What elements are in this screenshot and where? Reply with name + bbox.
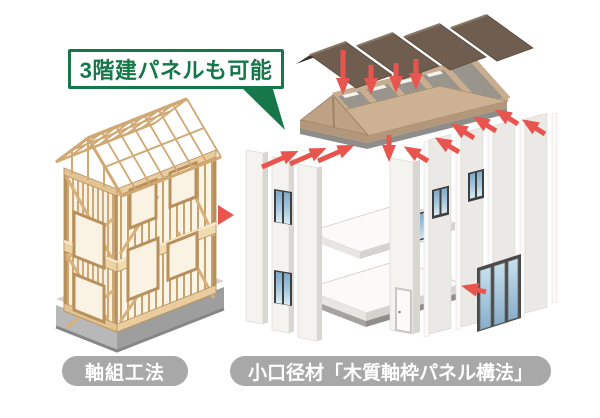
label-timber-frame-method: 軸組工法 — [62, 356, 188, 386]
transition-arrow-icon — [218, 205, 234, 225]
label-left-text: 軸組工法 — [84, 362, 165, 384]
panel-window — [432, 185, 449, 219]
panel-building — [245, 14, 558, 342]
timber-frame-building — [55, 97, 225, 353]
panel-window — [274, 189, 292, 225]
wall-panels-middle — [389, 157, 429, 335]
label-panel-method: 小口径材「木質軸枠パネル構法」 — [230, 356, 551, 386]
callout-text: 3階建パネルも可能 — [79, 58, 273, 83]
assembly-arrows — [260, 50, 547, 297]
wall-panels-left — [245, 149, 322, 342]
roof-framing — [55, 97, 222, 198]
panel-window — [468, 168, 484, 202]
callout-tail — [240, 86, 285, 130]
sliding-glass-window — [477, 254, 521, 332]
entry-door — [395, 287, 412, 334]
callout-bubble: 3階建パネルも可能 — [68, 49, 284, 89]
label-right-text: 小口径材「木質軸枠パネル構法」 — [247, 362, 533, 384]
panel-window — [274, 270, 292, 306]
